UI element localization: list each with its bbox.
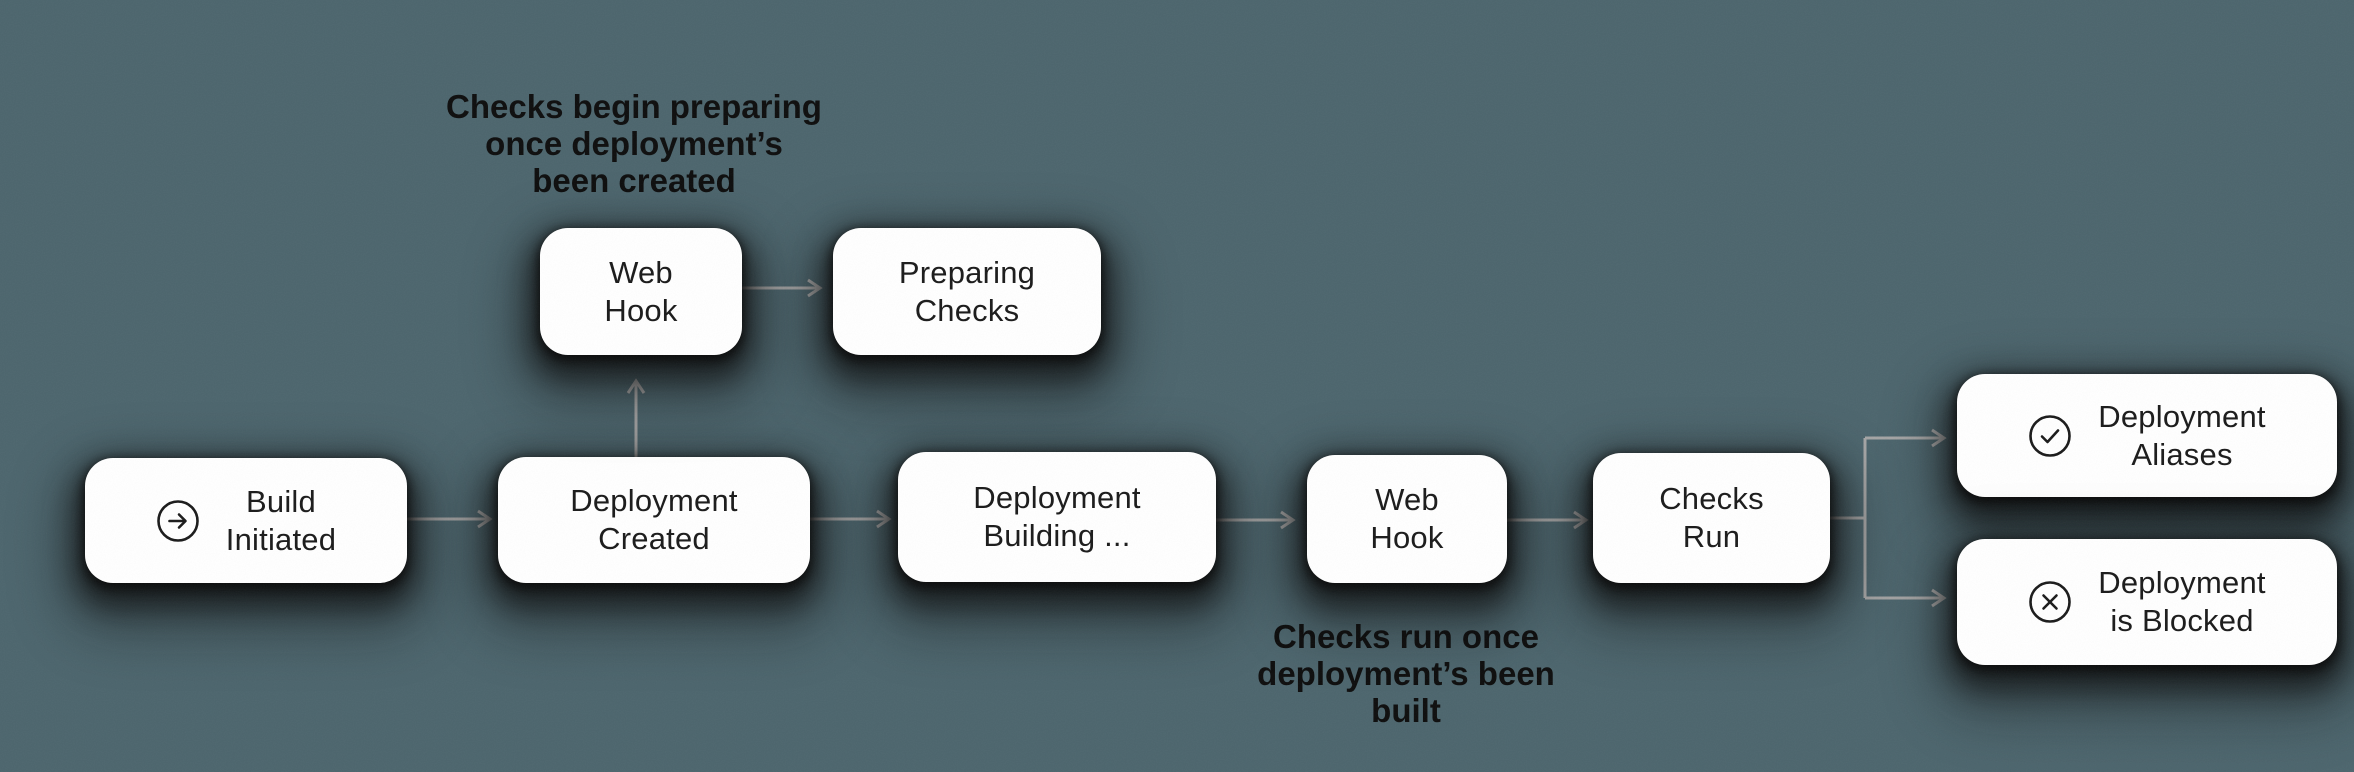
arrowhead-icon xyxy=(477,509,493,529)
node-web-hook-2: Web Hook xyxy=(1307,455,1507,583)
node-checks-run: Checks Run xyxy=(1593,453,1830,583)
node-label: Checks Run xyxy=(1659,481,1764,554)
node-label: Web Hook xyxy=(1370,482,1444,555)
x-circle-icon xyxy=(2028,580,2072,624)
arrowhead-icon xyxy=(876,509,892,529)
arrow-right-circle-icon xyxy=(156,499,200,543)
node-deployment-is-blocked: Deployment is Blocked xyxy=(1957,539,2337,665)
arrowhead-icon xyxy=(626,378,646,394)
node-label: Deployment Aliases xyxy=(2098,398,2266,472)
node-deployment-aliases: Deployment Aliases xyxy=(1957,374,2337,497)
arrowhead-icon xyxy=(1280,510,1296,530)
node-deployment-building: Deployment Building ... xyxy=(898,452,1216,582)
node-web-hook-1: Web Hook xyxy=(540,228,742,355)
arrowhead-icon xyxy=(1931,588,1947,608)
node-label: Build Initiated xyxy=(225,483,337,557)
arrowhead-icon xyxy=(1931,428,1947,448)
arrowhead-icon xyxy=(807,278,823,298)
annotation-checks-run-once: Checks run once deployment’s been built xyxy=(1257,618,1555,729)
node-label: Deployment is Blocked xyxy=(2098,565,2266,638)
check-circle-icon xyxy=(2028,414,2072,458)
node-build-initiated: Build Initiated xyxy=(85,458,407,583)
node-label: Preparing Checks xyxy=(898,254,1036,328)
node-preparing-checks: Preparing Checks xyxy=(833,228,1101,355)
node-label: Deployment Building ... xyxy=(973,480,1141,553)
arrowhead-icon xyxy=(1573,510,1589,530)
annotation-checks-begin-preparing: Checks begin preparing once deployment’s… xyxy=(446,88,822,199)
node-deployment-created: Deployment Created xyxy=(498,457,810,583)
node-label: Web Hook xyxy=(604,254,678,328)
node-label: Deployment Created xyxy=(570,483,738,556)
